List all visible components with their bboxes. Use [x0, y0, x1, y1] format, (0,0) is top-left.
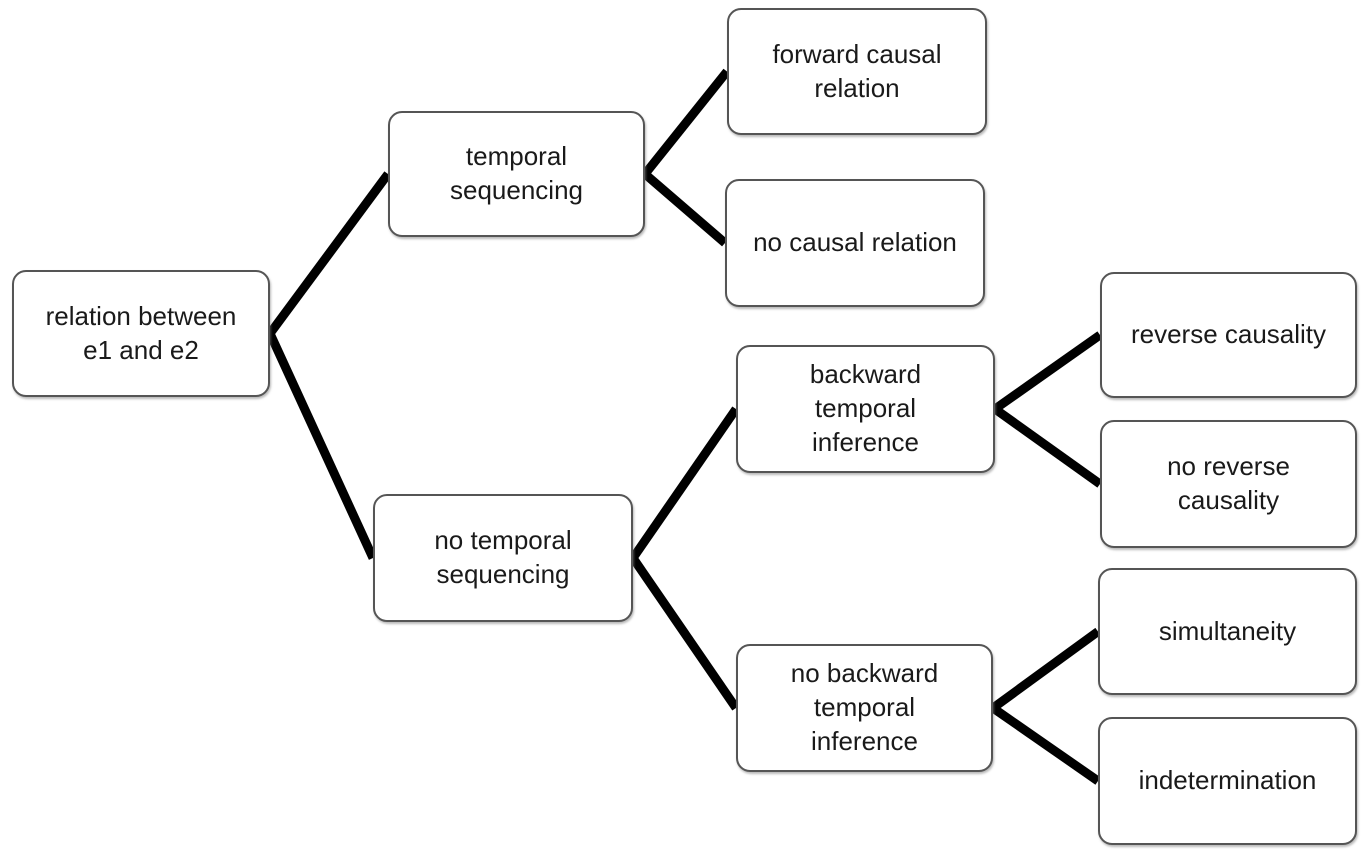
node-label: relation between e1 and e2 [45, 300, 237, 365]
node-temporal-sequencing: temporal sequencing [388, 111, 645, 237]
node-label: no reverse causality [1167, 451, 1290, 515]
node-label: no causal relation [753, 227, 957, 258]
node-reverse-causality: reverse causality [1100, 272, 1357, 398]
edge-backward-temporal-inference-to-no-reverse-causality [992, 405, 1103, 488]
edge-backward-temporal-inference-to-reverse-causality [992, 331, 1103, 413]
node-indetermination: indetermination [1098, 717, 1357, 845]
node-no-temporal-sequencing: no temporal sequencing [373, 494, 633, 622]
edge-temporal-sequencing-to-forward-causal-relation [641, 68, 731, 177]
edge-root-to-no-temporal-sequencing [265, 331, 378, 560]
node-label: no backward temporal inference [790, 658, 939, 756]
node-label: indetermination [1138, 765, 1317, 796]
edge-no-temporal-sequencing-to-backward-temporal-inference [629, 406, 740, 561]
node-no-backward-temporal-inference: no backward temporal inference [736, 644, 993, 772]
edge-no-backward-temporal-inference-to-simultaneity [990, 627, 1101, 712]
node-label: simultaneity [1158, 615, 1297, 646]
node-label: backward temporal inference [809, 359, 922, 457]
node-no-causal-relation: no causal relation [725, 179, 985, 307]
node-label: forward causal relation [772, 38, 942, 103]
node-forward-causal-relation: forward causal relation [727, 8, 987, 135]
node-no-reverse-causality: no reverse causality [1100, 420, 1357, 548]
node-root: relation between e1 and e2 [12, 270, 270, 397]
node-label: no temporal sequencing [434, 525, 572, 589]
edge-no-backward-temporal-inference-to-indetermination [990, 704, 1101, 785]
edge-root-to-temporal-sequencing [266, 171, 392, 337]
edge-temporal-sequencing-to-no-causal-relation [642, 170, 728, 247]
node-label: temporal sequencing [450, 141, 583, 205]
node-simultaneity: simultaneity [1098, 568, 1357, 695]
node-label: reverse causality [1130, 319, 1327, 350]
node-backward-temporal-inference: backward temporal inference [736, 345, 995, 473]
edge-no-temporal-sequencing-to-no-backward-temporal-inference [629, 555, 740, 711]
